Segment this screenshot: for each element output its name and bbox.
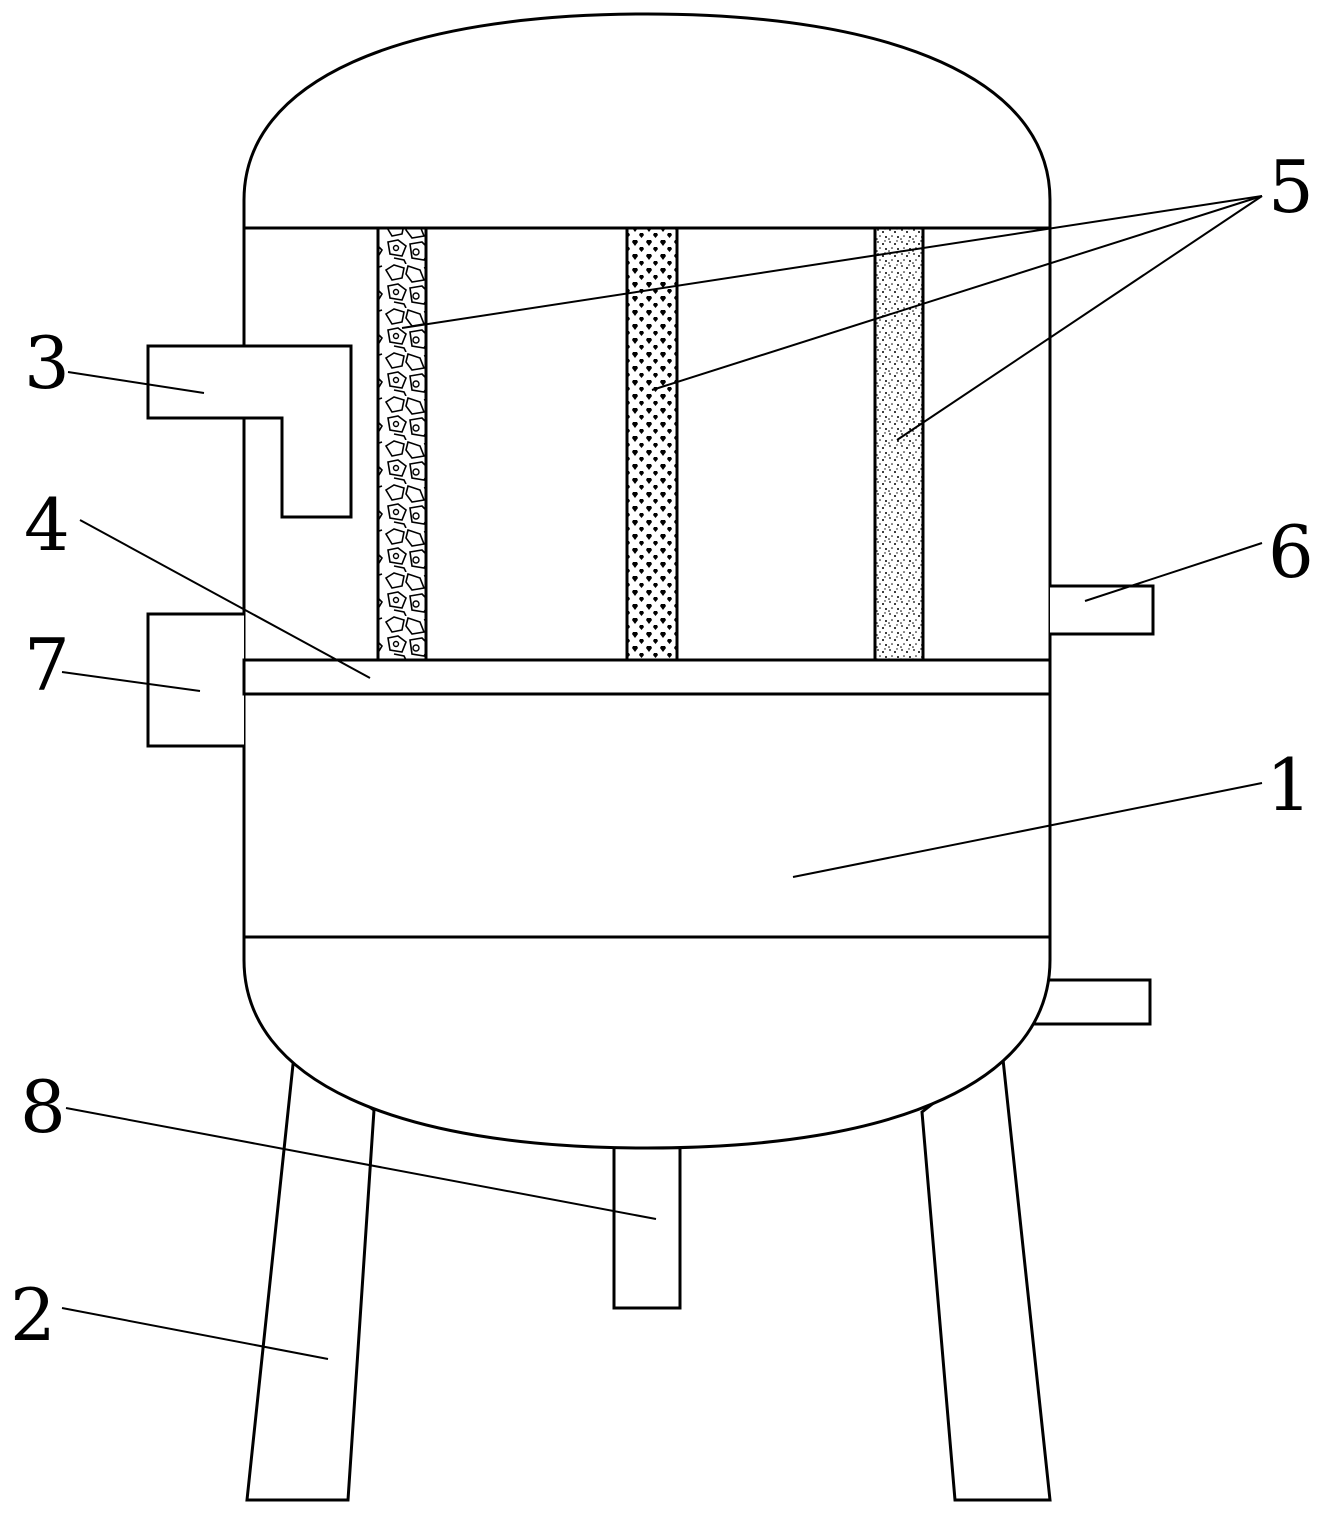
callout-7: 7 — [24, 623, 70, 707]
leader-5a — [401, 195, 1263, 329]
leader-3 — [67, 371, 205, 394]
filter-columns — [376, 226, 925, 662]
upper-side-outlet — [1050, 584, 1155, 636]
leader-2 — [61, 1307, 329, 1360]
leader-5c — [896, 195, 1263, 441]
top-head — [242, 12, 1052, 230]
callout-labels: 1 2 3 4 5 6 7 8 — [10, 145, 1314, 1357]
leader-1 — [792, 782, 1263, 878]
callout-8: 8 — [20, 1065, 66, 1149]
side-connector — [146, 612, 244, 748]
lower-side-outlet — [1032, 978, 1152, 1026]
callout-4: 4 — [24, 483, 70, 567]
leader-8 — [65, 1107, 657, 1220]
filter-column-sand — [873, 226, 925, 662]
leader-6 — [1084, 542, 1263, 602]
leader-5b — [651, 195, 1263, 391]
partition-plate — [242, 658, 1052, 696]
leader-lines — [61, 195, 1263, 1360]
bottom-head — [242, 935, 1052, 1150]
left-leg — [245, 1052, 376, 1502]
callout-2: 2 — [10, 1273, 56, 1357]
leader-7 — [61, 671, 201, 692]
callout-3: 3 — [24, 321, 70, 405]
right-leg — [920, 1047, 1052, 1502]
bottom-outlet-pipe — [612, 1138, 682, 1310]
callout-1: 1 — [1266, 743, 1312, 827]
inlet-pipe — [146, 344, 353, 519]
leader-4 — [79, 519, 371, 679]
filter-column-gravel — [376, 226, 428, 662]
callout-5: 5 — [1268, 145, 1314, 229]
callout-6: 6 — [1268, 510, 1314, 594]
